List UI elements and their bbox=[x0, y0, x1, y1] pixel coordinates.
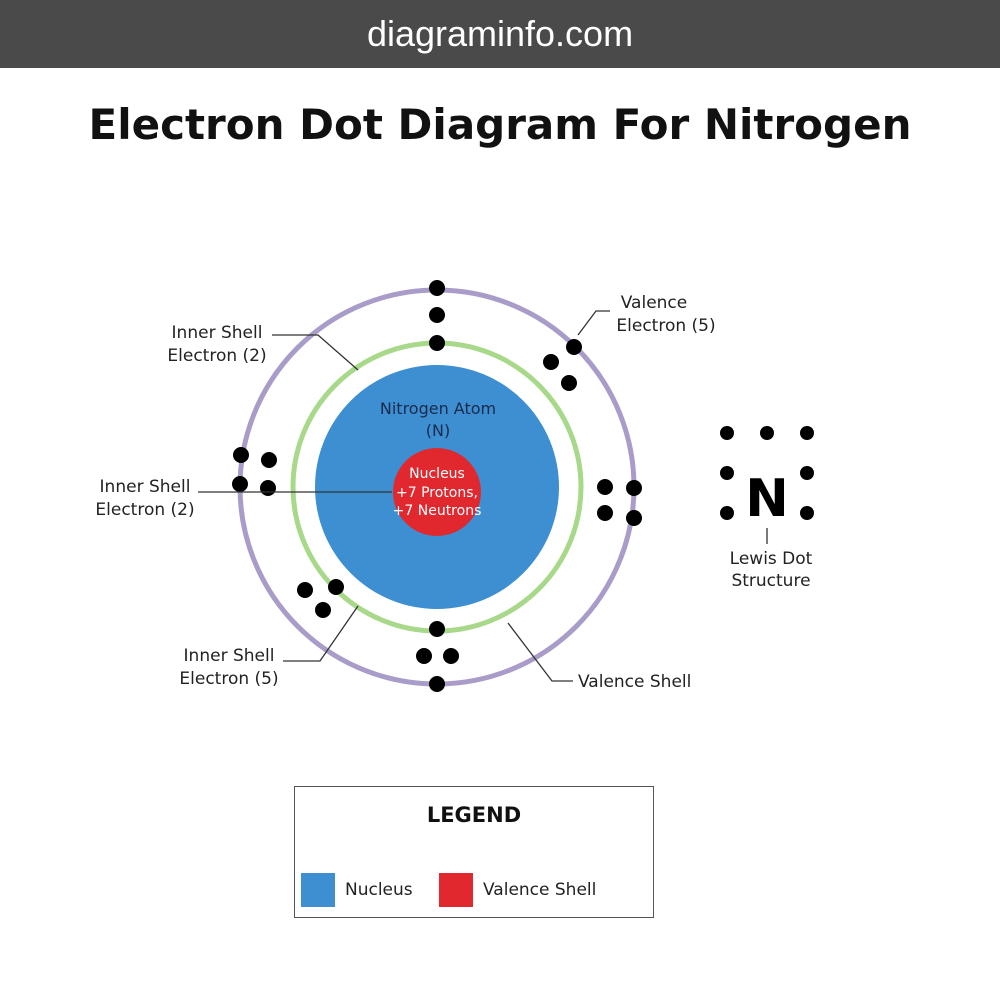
lewis-dot-structure: N Lewis Dot Structure bbox=[720, 426, 814, 591]
nucleus-label-line3: +7 Neutrons bbox=[393, 503, 482, 519]
atom-label-line2: (N) bbox=[426, 421, 450, 440]
electron bbox=[429, 307, 445, 323]
electron bbox=[429, 335, 445, 351]
legend-label-nucleus: Nucleus bbox=[345, 880, 413, 900]
callout-valence-electron-line1: Valence bbox=[621, 293, 688, 313]
electron bbox=[429, 280, 445, 296]
electron bbox=[261, 452, 277, 468]
electron bbox=[416, 648, 432, 664]
legend-label-valence-shell: Valence Shell bbox=[483, 880, 597, 900]
lewis-label-line2: Structure bbox=[731, 571, 810, 591]
callout-valence-electron-line2: Electron (5) bbox=[616, 316, 715, 336]
electron bbox=[260, 480, 276, 496]
leader-line-valence-shell bbox=[507, 622, 573, 682]
callout-inner-bottom-line1: Inner Shell bbox=[184, 646, 275, 666]
lewis-electron bbox=[800, 426, 814, 440]
page-title: Electron Dot Diagram For Nitrogen bbox=[88, 100, 912, 149]
callout-inner-top-line2: Electron (2) bbox=[167, 346, 266, 366]
electron bbox=[597, 505, 613, 521]
callout-valence-shell: Valence Shell bbox=[578, 672, 691, 692]
callout-inner-bottom-line2: Electron (5) bbox=[179, 669, 278, 689]
leader-line-inner-top bbox=[272, 334, 359, 371]
lewis-electron bbox=[720, 506, 734, 520]
lewis-electron bbox=[720, 426, 734, 440]
electron bbox=[543, 354, 559, 370]
electron bbox=[561, 375, 577, 391]
nucleus-label-line1: Nucleus bbox=[409, 466, 465, 482]
legend-item-nucleus: Nucleus bbox=[301, 873, 413, 907]
callout-inner-left-line1: Inner Shell bbox=[100, 477, 191, 497]
lewis-electron bbox=[720, 466, 734, 480]
site-name[interactable]: diagraminfo.com bbox=[366, 13, 634, 54]
lewis-electron bbox=[800, 466, 814, 480]
legend-swatch-valence-shell bbox=[439, 873, 473, 907]
atom-label-line1: Nitrogen Atom bbox=[380, 399, 496, 418]
legend-item-valence-shell: Valence Shell bbox=[439, 873, 596, 907]
electrons bbox=[232, 280, 642, 692]
legend: LEGEND Nucleus Valence Shell bbox=[294, 786, 654, 918]
lewis-symbol: N bbox=[745, 469, 789, 529]
electron bbox=[429, 676, 445, 692]
legend-title: LEGEND bbox=[426, 803, 522, 827]
electron bbox=[233, 447, 249, 463]
leader-lines bbox=[198, 310, 768, 682]
lewis-label-line1: Lewis Dot bbox=[730, 549, 813, 569]
electron bbox=[232, 476, 248, 492]
nucleus-label-line2: +7 Protons, bbox=[396, 485, 478, 501]
electron bbox=[597, 479, 613, 495]
electron bbox=[429, 621, 445, 637]
electron bbox=[443, 648, 459, 664]
electron bbox=[626, 510, 642, 526]
electron bbox=[566, 339, 582, 355]
lewis-electron bbox=[800, 506, 814, 520]
electron bbox=[328, 579, 344, 595]
leader-line-inner-bottom bbox=[283, 605, 359, 662]
site-header: diagraminfo.com bbox=[0, 0, 1000, 68]
electron bbox=[297, 582, 313, 598]
electron bbox=[315, 602, 331, 618]
leader-line-valence-electron bbox=[577, 310, 610, 336]
callout-inner-left-line2: Electron (2) bbox=[95, 500, 194, 520]
electron bbox=[626, 480, 642, 496]
callout-inner-top-line1: Inner Shell bbox=[172, 323, 263, 343]
lewis-electron bbox=[760, 426, 774, 440]
nucleus bbox=[393, 448, 481, 536]
legend-swatch-nucleus bbox=[301, 873, 335, 907]
